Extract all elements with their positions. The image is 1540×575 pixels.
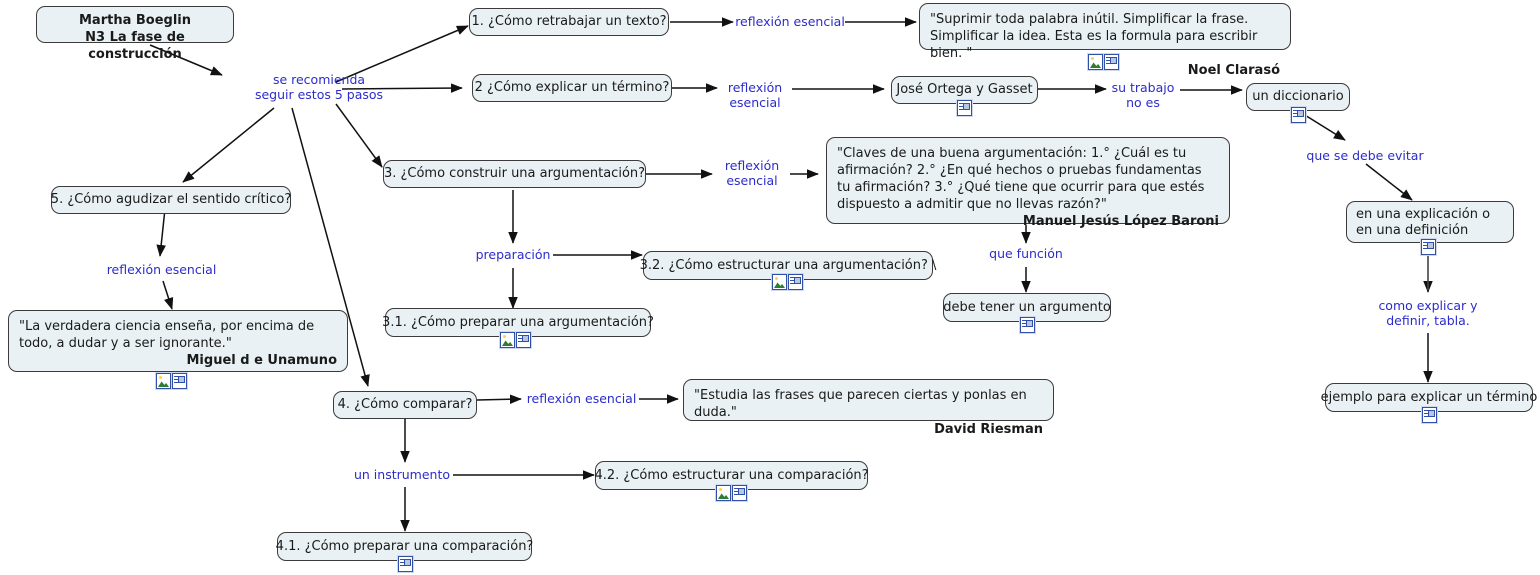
document-icon[interactable] xyxy=(1020,317,1035,333)
link-label-un-instrumento[interactable]: un instrumento xyxy=(352,467,452,482)
quote-claraso-resource-icons[interactable] xyxy=(1088,54,1119,70)
document-icon[interactable] xyxy=(398,556,413,572)
node-diccionario-resource-icons[interactable] xyxy=(1291,107,1306,123)
node-ejemplo-label: ejemplo para explicar un término xyxy=(1320,389,1538,405)
node-3-1-resource-icons[interactable] xyxy=(500,332,531,348)
node-jose-ortega-y-gasset[interactable]: José Ortega y Gasset xyxy=(891,76,1038,104)
node-5-agudizar-sentido-critico[interactable]: 5. ¿Cómo agudizar el sentido crítico? xyxy=(51,186,291,214)
node-diccionario-label: un diccionario xyxy=(1252,89,1344,104)
link-label-reflexion-esencial-1[interactable]: reflexión esencial xyxy=(735,14,845,29)
node-3-label: 3. ¿Cómo construir una argumentación? xyxy=(383,166,646,181)
quote-box-miguel-de-unamuno[interactable]: "La verdadera ciencia enseña, por encima… xyxy=(8,310,348,372)
document-icon[interactable] xyxy=(172,373,187,389)
node-root-title[interactable]: Martha Boeglin N3 La fase de construcció… xyxy=(36,6,234,62)
link-label-reflexion-esencial-5[interactable]: reflexión esencial xyxy=(104,262,219,277)
root-title-line1: Martha Boeglin xyxy=(78,13,192,28)
node-3-2-label: 3.2. ¿Cómo estructurar una argumentación… xyxy=(639,257,937,273)
node-3-1-label: 3.1. ¿Cómo preparar una argumentación? xyxy=(382,314,654,330)
quote-unamuno-author: Miguel d e Unamuno xyxy=(186,353,338,368)
quote-baroni-text: "Claves de una buena argumentación: 1.° … xyxy=(837,146,1205,212)
document-icon[interactable] xyxy=(1421,239,1436,255)
su-trabajo-line1: su trabajo xyxy=(1111,80,1175,95)
link-label-que-funcion[interactable]: que función xyxy=(976,246,1076,261)
document-icon[interactable] xyxy=(732,485,747,501)
document-icon[interactable] xyxy=(957,100,972,116)
que-funcion-text: que función xyxy=(989,246,1063,261)
quote-box-manuel-jesus-lopez-baroni[interactable]: "Claves de una buena argumentación: 1.° … xyxy=(826,137,1230,229)
quote-riesman-author: David Riesman xyxy=(934,422,1043,437)
node-explicacion-label: en una explicación o en una definición xyxy=(1356,207,1491,238)
node-2-explicar-termino[interactable]: 2 ¿Cómo explicar un término? xyxy=(472,74,672,102)
node-4-2-label: 4.2. ¿Cómo estructurar una comparación? xyxy=(594,467,869,483)
reflexion-5-text: reflexión esencial xyxy=(106,262,217,277)
quote-unamuno-resource-icons[interactable] xyxy=(156,373,187,389)
node-3-2-resource-icons[interactable] xyxy=(772,274,803,290)
document-icon[interactable] xyxy=(516,332,531,348)
root-title-line2: N3 La fase de construcción xyxy=(85,30,185,62)
link-label-preparacion[interactable]: preparación xyxy=(464,247,562,262)
link-label-hub-se-recomienda[interactable]: se recomienda seguir estos 5 pasos xyxy=(224,72,414,102)
node-4-2-resource-icons[interactable] xyxy=(716,485,747,501)
quote-claraso-author: Noel Clarasó xyxy=(1187,63,1280,78)
node-4-comparar[interactable]: 4. ¿Cómo comparar? xyxy=(333,391,477,419)
su-trabajo-line2: no es xyxy=(1126,95,1160,110)
node-argumento-label: debe tener un argumento xyxy=(943,299,1111,315)
que-se-debe-evitar-text: que se debe evitar xyxy=(1306,148,1424,163)
quote-claraso-text: "Suprimir toda palabra inútil. Simplific… xyxy=(930,12,1258,61)
hub-line2: seguir estos 5 pasos xyxy=(254,87,384,102)
node-ortega-label: José Ortega y Gasset xyxy=(896,82,1033,97)
node-ortega-resource-icons[interactable] xyxy=(957,100,972,116)
node-4-label: 4. ¿Cómo comparar? xyxy=(337,397,473,412)
quote-unamuno-text: "La verdadera ciencia enseña, por encima… xyxy=(19,319,315,351)
document-icon[interactable] xyxy=(788,274,803,290)
node-3-construir-argumentacion[interactable]: 3. ¿Cómo construir una argumentación? xyxy=(383,160,646,188)
node-4-2-estructurar-comparacion[interactable]: 4.2. ¿Cómo estructurar una comparación? xyxy=(594,461,869,490)
node-en-una-explicacion-o-definicion[interactable]: en una explicación o en una definición xyxy=(1346,201,1514,243)
reflexion-2-line1: reflexión xyxy=(727,80,783,95)
reflexion-2-line2: esencial xyxy=(729,95,781,110)
hub-line1: se recomienda xyxy=(272,72,366,87)
reflexion-1-text: reflexión esencial xyxy=(735,14,845,29)
document-icon[interactable] xyxy=(1104,54,1119,70)
picture-icon[interactable] xyxy=(156,373,171,389)
node-4-1-resource-icons[interactable] xyxy=(398,556,413,572)
picture-icon[interactable] xyxy=(716,485,731,501)
link-label-que-se-debe-evitar[interactable]: que se debe evitar xyxy=(1300,148,1430,163)
node-2-label: 2 ¿Cómo explicar un término? xyxy=(474,80,670,95)
un-instrumento-text: un instrumento xyxy=(353,467,451,482)
como-explicar-line1: como explicar y xyxy=(1378,298,1478,313)
node-argumento-resource-icons[interactable] xyxy=(1020,317,1035,333)
node-ejemplo-resource-icons[interactable] xyxy=(1422,407,1437,423)
link-label-reflexion-esencial-3[interactable]: reflexión esencial xyxy=(714,158,790,188)
picture-icon[interactable] xyxy=(500,332,515,348)
quote-box-david-riesman[interactable]: "Estudia las frases que parecen ciertas … xyxy=(683,379,1054,437)
document-icon[interactable] xyxy=(1422,407,1437,423)
node-explicacion-resource-icons[interactable] xyxy=(1421,239,1436,255)
document-icon[interactable] xyxy=(1291,107,1306,123)
quote-baroni-author: Manuel Jesús López Baroni xyxy=(1022,214,1219,229)
reflexion-3-line1: reflexión xyxy=(724,158,780,173)
link-label-reflexion-esencial-2[interactable]: reflexión esencial xyxy=(718,80,792,110)
node-1-retrabajar-texto[interactable]: 1. ¿Cómo retrabajar un texto? xyxy=(469,8,669,36)
node-5-label: 5. ¿Cómo agudizar el sentido crítico? xyxy=(50,192,292,207)
como-explicar-line2: definir, tabla. xyxy=(1386,313,1470,328)
quote-riesman-text: "Estudia las frases que parecen ciertas … xyxy=(694,388,1027,420)
link-label-reflexion-esencial-4[interactable]: reflexión esencial xyxy=(524,391,639,406)
link-label-su-trabajo-no-es[interactable]: su trabajo no es xyxy=(1106,80,1180,110)
link-label-como-explicar-y-definir[interactable]: como explicar y definir, tabla. xyxy=(1368,298,1488,328)
picture-icon[interactable] xyxy=(772,274,787,290)
node-1-label: 1. ¿Cómo retrabajar un texto? xyxy=(471,14,667,29)
preparacion-text: preparación xyxy=(475,247,551,262)
quote-box-noel-claraso[interactable]: "Suprimir toda palabra inútil. Simplific… xyxy=(919,3,1291,78)
reflexion-3-line2: esencial xyxy=(726,173,778,188)
node-4-1-label: 4.1. ¿Cómo preparar una comparación? xyxy=(275,538,534,554)
reflexion-4-text: reflexión esencial xyxy=(526,391,637,406)
picture-icon[interactable] xyxy=(1088,54,1103,70)
